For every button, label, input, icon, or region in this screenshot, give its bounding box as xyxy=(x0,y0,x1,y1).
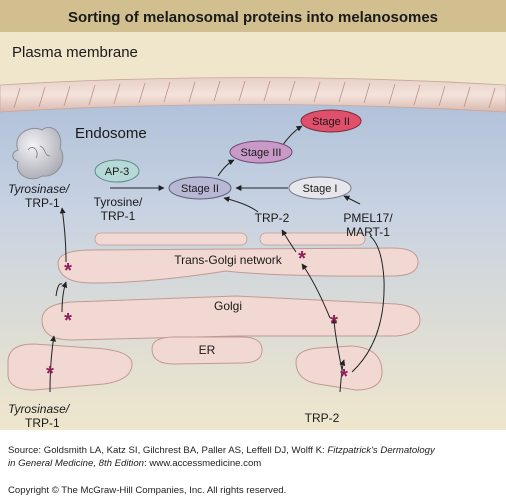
cargo-marker: * xyxy=(298,248,306,270)
endosome-label: Endosome xyxy=(75,125,147,142)
book-title-line2: in General Medicine, 8th Edition xyxy=(8,458,144,469)
er-label: ER xyxy=(199,343,216,357)
trp2-bottom-label: TRP-2 xyxy=(305,411,340,425)
stage-iv-melanosome xyxy=(300,109,362,133)
trans-golgi-network xyxy=(57,247,419,284)
cargo-marker: * xyxy=(330,312,338,334)
plasma-membrane xyxy=(0,77,506,113)
source-prefix: Source: Goldsmith LA, Katz SI, Gilchrest… xyxy=(8,445,328,456)
tyrosine-mid-line1: Tyrosine/ xyxy=(94,195,143,209)
tyrosinase-bottom-line2: TRP-1 xyxy=(25,416,60,430)
title-bar xyxy=(0,0,506,32)
endosome xyxy=(12,126,64,180)
trp2-mid-label: TRP-2 xyxy=(255,211,290,225)
trans-golgi-label: Trans-Golgi network xyxy=(174,253,283,267)
tyrosine-mid-line2: TRP-1 xyxy=(101,209,136,223)
cargo-marker: * xyxy=(64,310,72,332)
stage-i-melanosome xyxy=(288,176,352,200)
stage-ii-melanosome xyxy=(168,176,232,200)
stage-iv-label: Stage II xyxy=(312,116,350,128)
pmel17-line1: PMEL17/ xyxy=(343,211,393,225)
tyrosinase-top-line2: TRP-1 xyxy=(25,196,60,210)
source-url: : www.accessmedicine.com xyxy=(144,458,262,469)
stage-iii-label: Stage III xyxy=(241,147,282,159)
melanosome-sorting-diagram: Sorting of melanosomal proteins into mel… xyxy=(0,0,506,430)
er-left xyxy=(7,343,133,391)
er-middle xyxy=(151,336,263,365)
cargo-marker: * xyxy=(46,363,54,385)
tyrosinase-bottom-line1: Tyrosinase/ xyxy=(8,402,71,416)
stage-i-label: Stage I xyxy=(303,183,338,195)
stage-ii-label: Stage II xyxy=(181,183,219,195)
golgi-label: Golgi xyxy=(214,299,242,313)
vesicle xyxy=(94,232,248,246)
tyrosinase-top-line1: Tyrosinase/ xyxy=(8,182,71,196)
er-right xyxy=(295,345,383,391)
book-title-line1: Fitzpatrick's Dermatology xyxy=(327,445,435,456)
pmel17-line2: MART-1 xyxy=(346,225,390,239)
stage-iii-melanosome xyxy=(229,140,293,164)
figure-title: Sorting of melanosomal proteins into mel… xyxy=(68,9,438,26)
copyright-line: Copyright © The McGraw-Hill Companies, I… xyxy=(8,485,287,496)
ap3-label: AP-3 xyxy=(105,166,129,178)
source-citation: Source: Goldsmith LA, Katz SI, Gilchrest… xyxy=(8,444,503,470)
plasma-membrane-label: Plasma membrane xyxy=(12,44,138,61)
ap3-complex xyxy=(94,159,140,183)
cargo-marker: * xyxy=(340,366,348,388)
cargo-marker: * xyxy=(64,260,72,282)
